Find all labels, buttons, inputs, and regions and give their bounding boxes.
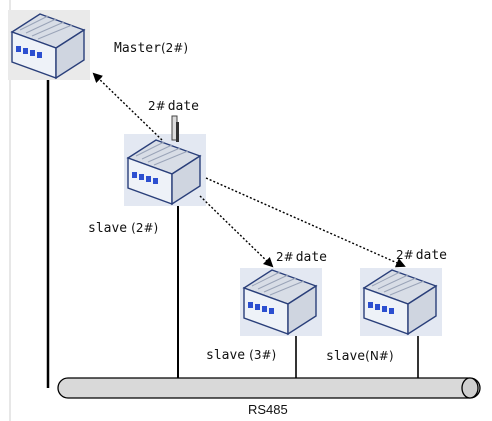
slave2-label: slave(2#) bbox=[88, 221, 158, 236]
message-label-2: 2#date bbox=[276, 250, 327, 265]
message-arrow-to-slaveN bbox=[205, 177, 406, 268]
slaveN-label: slave(N#) bbox=[326, 349, 394, 364]
slaveN-device bbox=[360, 268, 442, 336]
slave3-label: slave(3#) bbox=[206, 348, 276, 363]
rs485-bus bbox=[57, 377, 481, 399]
message-label-1: 2#date bbox=[148, 99, 199, 114]
antenna-icon bbox=[171, 115, 179, 142]
bus-label: RS485 bbox=[248, 402, 288, 417]
message-arrow-to-slave3 bbox=[199, 195, 274, 268]
slave2-device bbox=[124, 115, 206, 206]
master-label: Master(2#) bbox=[114, 41, 188, 56]
message-label-3: 2#date bbox=[396, 248, 447, 263]
master-device bbox=[8, 10, 90, 80]
slave3-device bbox=[240, 268, 322, 336]
